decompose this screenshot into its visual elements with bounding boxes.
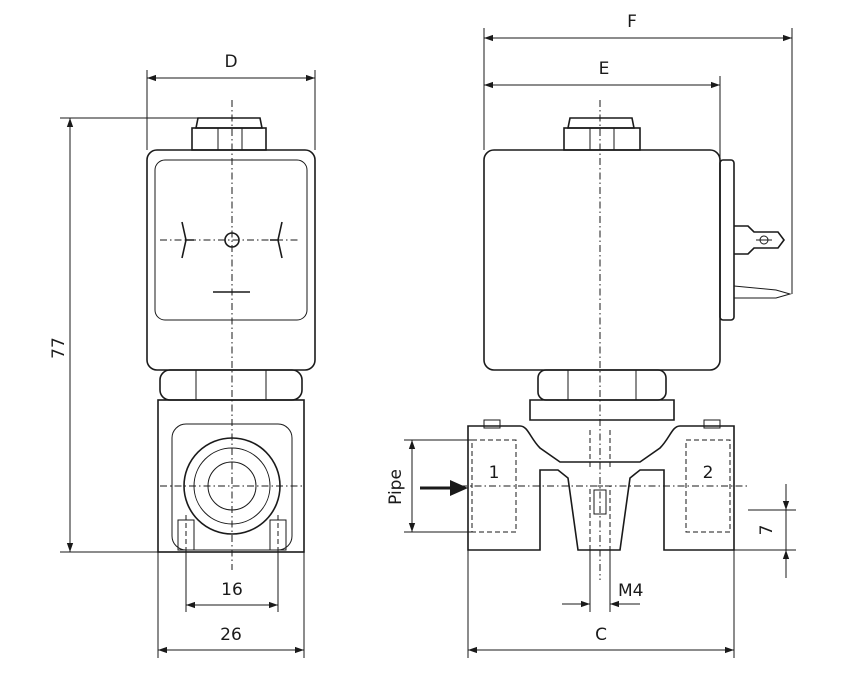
front-nut-body: [191, 127, 267, 151]
front-top-nut: [195, 117, 263, 129]
dim-m4-label: M4: [618, 581, 643, 601]
port-1-label: 1: [489, 463, 500, 483]
side-coil-housing: [483, 149, 721, 371]
dim-height-label: 77: [49, 337, 69, 359]
m4-thread: [589, 485, 611, 551]
dim-7-label: 7: [757, 525, 777, 536]
front-view: [146, 100, 316, 570]
side-connector-tab: [734, 225, 785, 255]
dim-16-label: 16: [221, 580, 243, 600]
side-dimensions: F E Pipe 7 M4 C: [386, 12, 796, 658]
side-nut-body: [563, 127, 641, 151]
pipe-label: Pipe: [386, 469, 406, 505]
dim-d-label: D: [224, 52, 237, 72]
port-2-label: 2: [703, 463, 714, 483]
side-top-nut: [567, 117, 635, 129]
dim-e-label: E: [599, 59, 610, 79]
side-view: 1 2: [420, 100, 792, 580]
front-valve-body: [157, 399, 305, 553]
side-valve-body: [467, 425, 735, 551]
front-coil-housing: [146, 149, 316, 371]
port-1-bore: [471, 439, 517, 533]
dim-26-label: 26: [220, 625, 242, 645]
front-connector-face: [154, 159, 308, 321]
front-lower-nut: [159, 369, 303, 401]
port-2-bore: [685, 439, 731, 533]
dim-f-label: F: [627, 12, 637, 32]
side-lower-nut: [537, 369, 667, 401]
front-dimensions: D 77 16 26: [49, 52, 316, 658]
side-neck: [529, 399, 675, 421]
flow-direction-arrow-icon: [450, 480, 468, 496]
side-connector-plug: [719, 159, 735, 321]
dim-c-label: C: [595, 625, 607, 645]
